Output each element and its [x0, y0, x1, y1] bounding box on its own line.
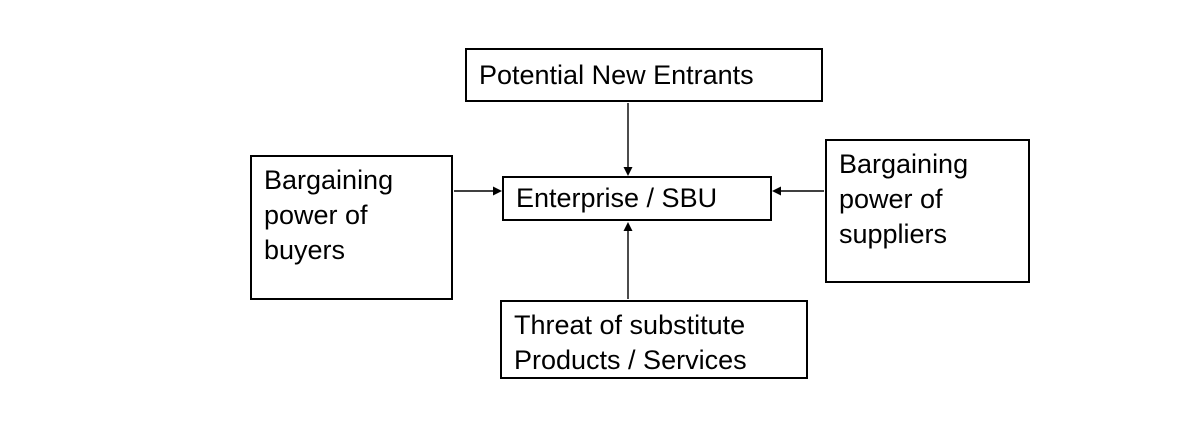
arrow-suppliers-to-enterprise [772, 186, 824, 196]
box-bargaining-power-of-buyers-label: Bargaining power of buyers [264, 165, 394, 265]
arrow-buyers-to-enterprise [454, 186, 502, 196]
box-enterprise-sbu: Enterprise / SBU [502, 176, 772, 221]
box-potential-new-entrants: Potential New Entrants [465, 48, 823, 102]
box-potential-new-entrants-label: Potential New Entrants [479, 59, 754, 90]
box-bargaining-power-of-suppliers: Bargaining power of suppliers [825, 139, 1030, 283]
arrow-new-entrants-to-enterprise [623, 103, 633, 176]
box-bargaining-power-of-suppliers-label: Bargaining power of suppliers [839, 149, 969, 249]
box-enterprise-sbu-label: Enterprise / SBU [516, 183, 718, 213]
box-bargaining-power-of-buyers: Bargaining power of buyers [250, 155, 453, 300]
box-threat-of-substitutes-label: Threat of substitute Products / Services [514, 310, 747, 375]
arrow-substitutes-to-enterprise [623, 222, 633, 299]
box-threat-of-substitutes: Threat of substitute Products / Services [500, 300, 808, 379]
